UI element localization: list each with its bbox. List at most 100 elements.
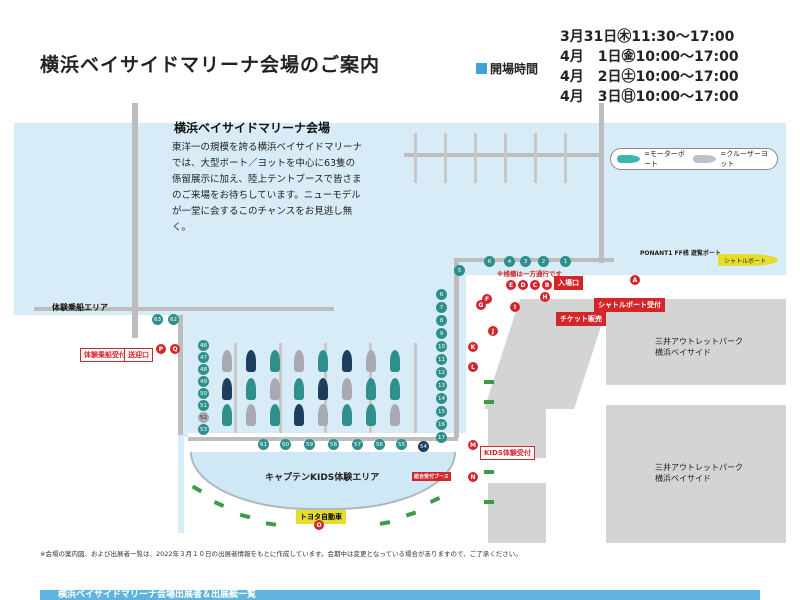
pier-left-horizontal (34, 307, 334, 311)
pin-a[interactable]: A (630, 275, 640, 285)
boat-right[interactable]: 8 (436, 315, 447, 326)
boat-left[interactable]: 53 (198, 424, 209, 435)
boat-left[interactable]: 49 (198, 376, 209, 387)
moored-boat[interactable] (342, 404, 352, 426)
pin-g[interactable]: G (476, 300, 486, 310)
pin-p[interactable]: P (156, 344, 166, 354)
boat-left[interactable]: 50 (198, 388, 209, 399)
boat-top[interactable]: 4 (504, 256, 515, 267)
pin-j[interactable]: J (488, 326, 498, 336)
opening-hours: 3月31日㊍11:30〜17:00 4月 1日㊎10:00〜17:00 4月 2… (560, 27, 739, 107)
moored-boat[interactable] (246, 350, 256, 372)
moored-boat[interactable] (366, 350, 376, 372)
boat-small[interactable]: 62 (168, 314, 179, 325)
boat-small[interactable]: 63 (152, 314, 163, 325)
boat-bottom[interactable]: 56 (374, 439, 385, 450)
boat-left[interactable]: 46 (198, 340, 209, 351)
kids-area-label: キャプテンKIDS体験エリア (265, 473, 380, 483)
pin-c[interactable]: C (530, 280, 540, 290)
moored-boat[interactable] (270, 378, 280, 400)
boat-right[interactable]: 11 (436, 354, 447, 365)
moored-boat[interactable] (246, 404, 256, 426)
ticket-tag[interactable]: チケット販売 (556, 312, 606, 326)
moored-boat[interactable] (222, 404, 232, 426)
boat-bottom[interactable]: 58 (328, 439, 339, 450)
boat-left[interactable]: 47 (198, 352, 209, 363)
pin-q[interactable]: Q (170, 344, 180, 354)
square-icon (476, 63, 487, 74)
legend-motor-label: =モーターボート (644, 150, 685, 168)
boat-left[interactable]: 48 (198, 364, 209, 375)
boat-right[interactable]: 10 (436, 341, 447, 352)
pin-i[interactable]: I (510, 302, 520, 312)
boat-right[interactable]: 12 (436, 367, 447, 378)
boat-bottom[interactable]: 60 (280, 439, 291, 450)
moored-boat[interactable] (294, 404, 304, 426)
venue-description-title: 横浜ベイサイドマリーナ会場 (174, 121, 331, 135)
boat-right[interactable]: 15 (436, 406, 447, 417)
pin-h[interactable]: H (540, 292, 550, 302)
mitsui-bottom-name: 三井アウトレットパーク (655, 463, 743, 472)
boat-top[interactable]: 1 (560, 256, 571, 267)
moored-boat[interactable] (390, 378, 400, 400)
moored-boat[interactable] (342, 378, 352, 400)
pier-bottom (188, 437, 458, 441)
moored-boat[interactable] (246, 378, 256, 400)
hours-day-1: 3月31日㊍11:30〜17:00 (560, 29, 735, 45)
pin-n[interactable]: N (468, 472, 478, 482)
boat-top[interactable]: 3 (520, 256, 531, 267)
pin-d[interactable]: D (518, 280, 528, 290)
general-booth: 総合受付ブース (412, 472, 451, 481)
boat-left[interactable]: 52 (198, 412, 209, 423)
taiken-reception-tag[interactable]: 体験乗船受付 (80, 348, 130, 362)
pin-e[interactable]: E (506, 280, 516, 290)
green-marker (484, 380, 494, 384)
boat-left[interactable]: 51 (198, 400, 209, 411)
moored-boat[interactable] (222, 378, 232, 400)
sougei-tag[interactable]: 送迎口 (124, 348, 153, 362)
entrance-tag[interactable]: 入場口 (554, 276, 583, 290)
shuttle-boat-label: シャトルボート (724, 257, 767, 265)
boat-bottom[interactable]: 59 (304, 439, 315, 450)
moored-boat[interactable] (318, 350, 328, 372)
moored-boat[interactable] (318, 404, 328, 426)
pin-f[interactable]: F (482, 294, 492, 304)
boat-bottom[interactable]: 55 (396, 439, 407, 450)
boat-bottom[interactable]: 61 (258, 439, 269, 450)
boat-legend: =モーターボート =クルーザーヨット (610, 148, 778, 170)
pin-l[interactable]: L (468, 362, 478, 372)
pin-m[interactable]: M (468, 440, 478, 450)
header-mask (14, 103, 786, 123)
pin-b[interactable]: B (542, 280, 552, 290)
boat-top[interactable]: 6 (484, 256, 495, 267)
boat-bottom[interactable]: 57 (352, 439, 363, 450)
boat-right[interactable]: 14 (436, 393, 447, 404)
boat-right[interactable]: 5 (454, 265, 465, 276)
boat-right[interactable]: 6 (436, 289, 447, 300)
boat-right[interactable]: 13 (436, 380, 447, 391)
boat-right[interactable]: 9 (436, 328, 447, 339)
hours-day-4: 4月 3日㊐10:00〜17:00 (560, 89, 739, 105)
boat-right[interactable]: 16 (436, 419, 447, 430)
boat-right[interactable]: 7 (436, 302, 447, 313)
moored-boat[interactable] (294, 350, 304, 372)
moored-boat[interactable] (342, 350, 352, 372)
boat-top[interactable]: 2 (538, 256, 549, 267)
shuttle-reception-tag[interactable]: シャトルボート受付 (594, 298, 665, 312)
moored-boat[interactable] (390, 350, 400, 372)
boat-right[interactable]: 17 (436, 432, 447, 443)
kids-reception-tag[interactable]: KIDS体験受付 (480, 446, 535, 460)
moored-boat[interactable] (366, 404, 376, 426)
moored-boat[interactable] (294, 378, 304, 400)
moored-boat[interactable] (366, 378, 376, 400)
pin-o[interactable]: O (314, 520, 324, 530)
moored-boat[interactable] (222, 350, 232, 372)
mitsui-top-name: 三井アウトレットパーク (655, 337, 743, 346)
moored-boat[interactable] (390, 404, 400, 426)
boat-bottom[interactable]: 54 (418, 441, 429, 452)
pin-k[interactable]: K (468, 342, 478, 352)
page-title: 横浜ベイサイドマリーナ会場のご案内 (40, 54, 381, 76)
moored-boat[interactable] (318, 378, 328, 400)
moored-boat[interactable] (270, 404, 280, 426)
moored-boat[interactable] (270, 350, 280, 372)
